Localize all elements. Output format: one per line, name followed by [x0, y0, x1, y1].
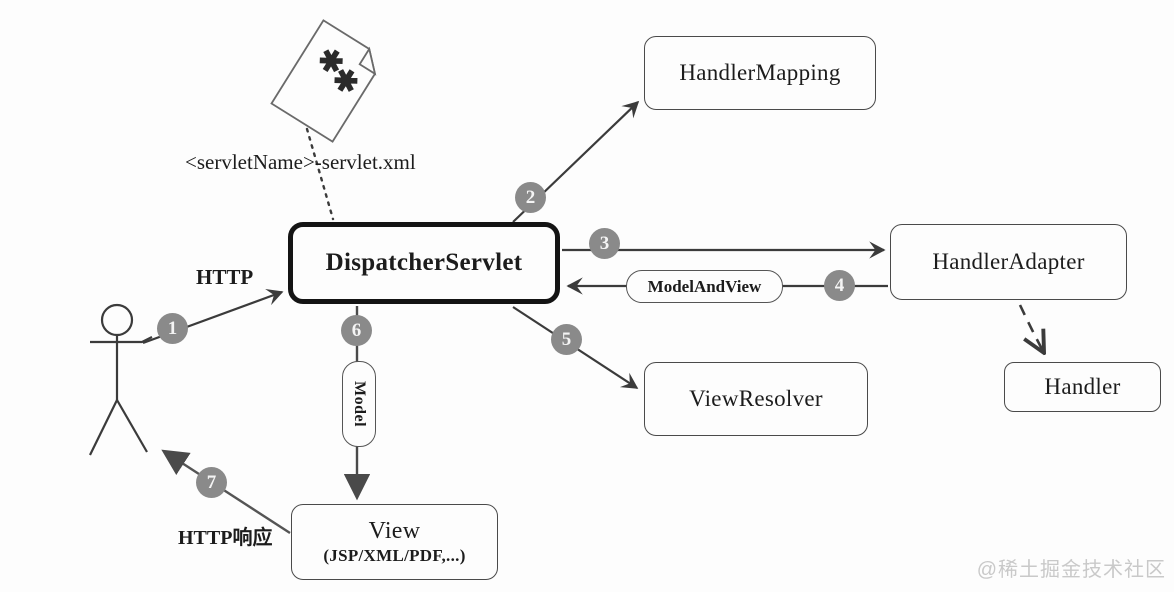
view-formats-label: (JSP/XML/PDF,...) [323, 546, 466, 566]
step-circle-3: 3 [589, 228, 620, 259]
handler-label: Handler [1044, 374, 1121, 399]
handler-mapping-node: HandlerMapping [644, 36, 876, 110]
handler-node: Handler [1004, 362, 1161, 412]
http-response-label: HTTP响应 [178, 527, 273, 549]
config-document-icon: ✱ ✱ [270, 19, 377, 143]
view-resolver-label: ViewResolver [689, 386, 823, 411]
dispatcher-servlet-label: DispatcherServlet [325, 249, 523, 276]
step-circle-5: 5 [551, 324, 582, 355]
arrow-handler-adapter-to-handler [1018, 304, 1043, 351]
handler-adapter-label: HandlerAdapter [932, 249, 1085, 274]
config-dotted-connector [305, 127, 335, 221]
actor-icon [89, 303, 153, 456]
model-label: Model [342, 361, 376, 447]
step-circle-2: 2 [515, 182, 546, 213]
view-resolver-node: ViewResolver [644, 362, 868, 436]
servlet-xml-label: <servletName>-servlet.xml [185, 150, 416, 174]
model-and-view-label: ModelAndView [626, 270, 783, 303]
step-circle-4: 4 [824, 270, 855, 301]
step-circle-6: 6 [341, 315, 372, 346]
step-circle-1: 1 [157, 313, 188, 344]
handler-mapping-label: HandlerMapping [679, 60, 841, 85]
http-request-label: HTTP [196, 265, 254, 289]
view-label: View [368, 518, 421, 545]
handler-adapter-node: HandlerAdapter [890, 224, 1127, 300]
view-node: View (JSP/XML/PDF,...) [291, 504, 498, 580]
dispatcher-servlet-node: DispatcherServlet [288, 222, 560, 304]
arrow-step7-http-response [161, 449, 291, 535]
step-circle-7: 7 [196, 467, 227, 498]
site-watermark: @稀土掘金技术社区 [976, 559, 1166, 581]
